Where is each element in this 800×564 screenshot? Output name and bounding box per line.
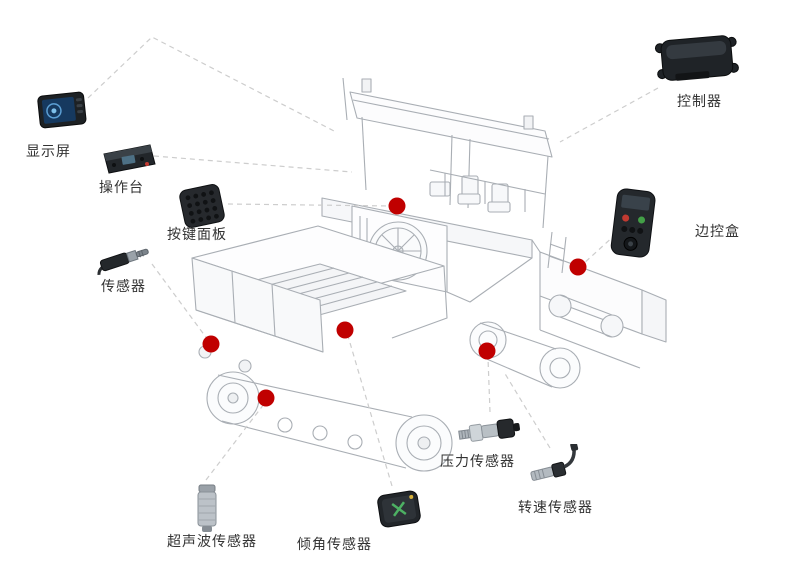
connector-lines <box>87 36 659 487</box>
speed-sensor-icon <box>526 442 584 490</box>
tilt-sensor-label: 倾角传感器 <box>297 537 372 553</box>
controller-label: 控制器 <box>677 94 722 110</box>
hotspot-dots <box>202 197 587 407</box>
console-label: 操作台 <box>99 180 144 196</box>
tilt-sensor-icon <box>372 486 426 532</box>
connector-side-control <box>581 233 617 266</box>
hotspot-front <box>257 389 275 407</box>
pressure-sensor-icon <box>456 412 522 450</box>
sensor-icon <box>94 240 156 276</box>
side-control-label: 边控盒 <box>695 224 740 240</box>
hotspot-hopper <box>336 321 354 339</box>
connector-display <box>87 36 337 133</box>
controller-icon <box>650 30 744 88</box>
ultrasonic-sensor-icon <box>190 482 224 536</box>
keypad-icon <box>176 182 228 230</box>
connector-speed <box>503 371 551 449</box>
hotspot-track <box>478 342 496 360</box>
connector-keypad <box>227 203 393 207</box>
hotspot-screed <box>569 258 587 276</box>
ultrasonic-sensor-label: 超声波传感器 <box>167 534 257 550</box>
keypad-label: 按键面板 <box>167 227 227 243</box>
connector-sensor <box>151 263 209 341</box>
hotspot-left-wall <box>202 335 220 353</box>
paver-machine-art <box>191 77 667 472</box>
display-label: 显示屏 <box>26 144 71 160</box>
connector-ultrasonic <box>205 403 265 481</box>
pressure-sensor-label: 压力传感器 <box>440 454 515 470</box>
speed-sensor-label: 转速传感器 <box>518 500 593 516</box>
connector-pressure <box>487 357 491 413</box>
connector-console <box>153 155 353 173</box>
side-control-icon <box>602 186 664 262</box>
display-icon <box>34 88 90 134</box>
connector-controller <box>559 87 659 143</box>
hotspot-engine <box>388 197 406 215</box>
connector-tilt <box>347 335 393 487</box>
sensor-label: 传感器 <box>101 279 146 295</box>
console-icon <box>100 140 158 178</box>
